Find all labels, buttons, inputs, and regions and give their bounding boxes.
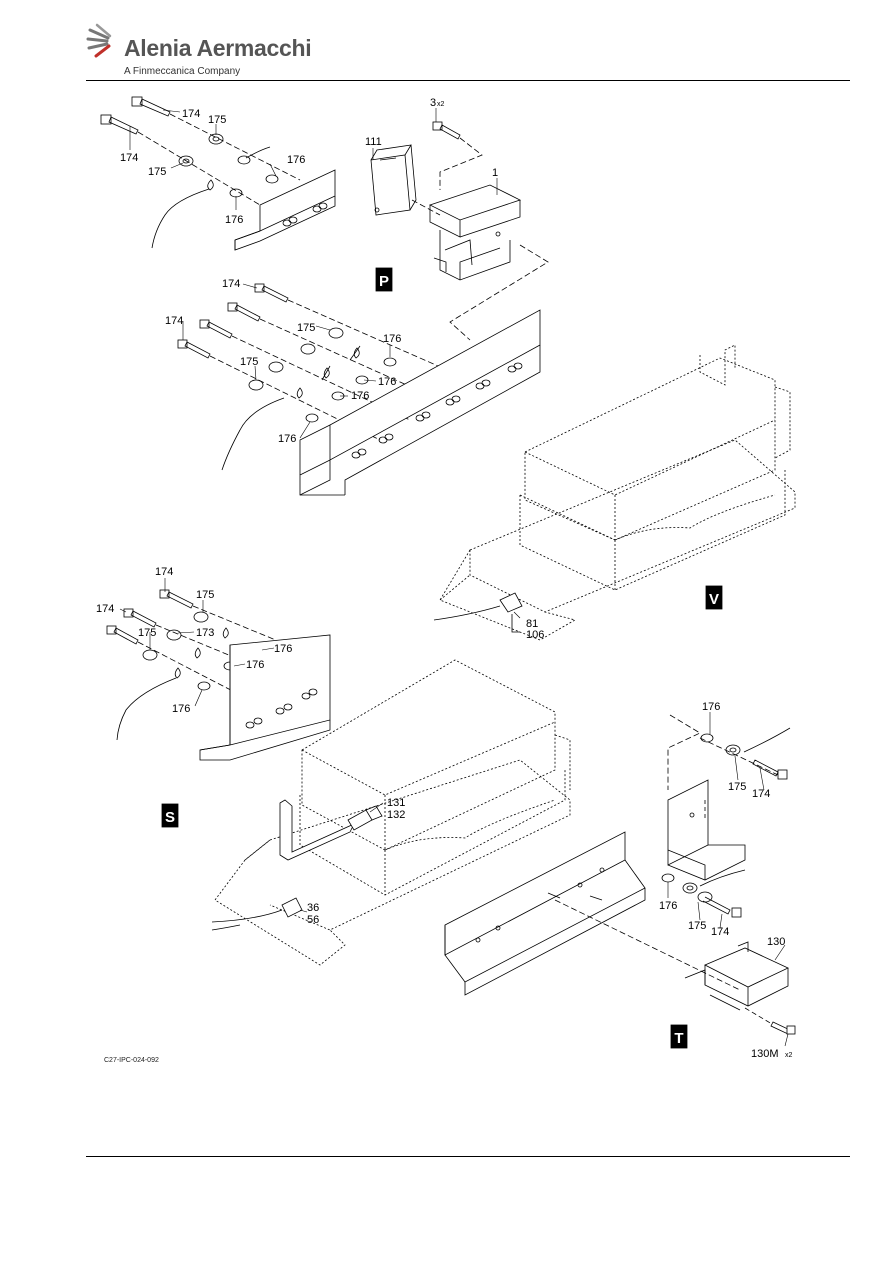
callout: 174 bbox=[165, 315, 183, 327]
callout: 3 bbox=[430, 97, 436, 109]
callout: 174 bbox=[155, 566, 173, 578]
callout: 175 bbox=[240, 356, 258, 368]
callout: 131 bbox=[387, 797, 405, 809]
callout: 81 bbox=[526, 618, 538, 630]
callout: 174 bbox=[752, 788, 770, 800]
callout-qty: x2 bbox=[437, 101, 445, 108]
bracket-screws-p bbox=[282, 202, 328, 227]
callout: 176 bbox=[287, 154, 305, 166]
callout-qty: x2 bbox=[785, 1052, 793, 1059]
callout: 175 bbox=[138, 627, 156, 639]
callout: 175 bbox=[148, 166, 166, 178]
callout: 176 bbox=[225, 214, 243, 226]
callout: 106 bbox=[526, 629, 544, 641]
callout: 174 bbox=[222, 278, 240, 290]
callout: 111 bbox=[365, 136, 382, 148]
relay-assembly bbox=[370, 121, 549, 341]
connector-81-106 bbox=[433, 592, 523, 633]
callout-leaders bbox=[119, 108, 789, 1047]
tool-131-132 bbox=[279, 799, 383, 861]
callout: 36 bbox=[307, 902, 319, 914]
relay-base-111 bbox=[370, 144, 417, 216]
callout: 175 bbox=[196, 589, 214, 601]
callout: 176 bbox=[278, 433, 296, 445]
callout: 174 bbox=[120, 152, 138, 164]
callout: 176 bbox=[659, 900, 677, 912]
callout: 1 bbox=[492, 167, 498, 179]
callout: 175 bbox=[297, 322, 315, 334]
callout: 175 bbox=[728, 781, 746, 793]
callout: 174 bbox=[182, 108, 200, 120]
svg-text:T: T bbox=[674, 1030, 683, 1047]
company-subtitle: A Finmeccanica Company bbox=[124, 66, 241, 77]
callout: 176 bbox=[383, 333, 401, 345]
view-s-box bbox=[214, 659, 571, 966]
bolt-174-upper bbox=[131, 96, 171, 117]
footer-rule bbox=[86, 1156, 850, 1157]
callout: 176 bbox=[351, 390, 369, 402]
callout: 176 bbox=[702, 701, 720, 713]
view-label-v: V bbox=[705, 585, 723, 610]
view-p-hardware bbox=[100, 96, 336, 251]
svg-text:P: P bbox=[379, 273, 389, 290]
company-logo-icon bbox=[86, 23, 112, 58]
figure-reference: C27-IPC-024-092 bbox=[104, 1057, 159, 1064]
view-s-hardware bbox=[106, 589, 331, 761]
screw-3 bbox=[432, 121, 461, 140]
rail-screws bbox=[351, 362, 523, 459]
company-name: Alenia Aermacchi bbox=[124, 35, 312, 61]
callout: 176 bbox=[274, 643, 292, 655]
middle-rail-hardware bbox=[177, 283, 541, 496]
view-label-p: P bbox=[375, 267, 393, 292]
bolts-174-middle bbox=[177, 283, 289, 359]
svg-text:V: V bbox=[709, 591, 719, 608]
view-label-t: T bbox=[670, 1024, 688, 1049]
view-label-s: S bbox=[161, 803, 179, 828]
connector-36-56 bbox=[211, 897, 303, 931]
bolt-174-lower bbox=[100, 114, 139, 135]
callout: 176 bbox=[378, 376, 396, 388]
callout: 173 bbox=[196, 627, 214, 639]
callout: 176 bbox=[246, 659, 264, 671]
callout: 175 bbox=[688, 920, 706, 932]
callout-numbers: 174 174 175 175 176 176 3 x2 111 1 174 1… bbox=[96, 97, 793, 1064]
view-t-assembly bbox=[444, 714, 796, 1035]
header-rule bbox=[86, 80, 850, 81]
callout: 175 bbox=[208, 114, 226, 126]
callout: 176 bbox=[172, 703, 190, 715]
callout: 56 bbox=[307, 914, 319, 926]
svg-text:S: S bbox=[165, 809, 175, 826]
callout: 174 bbox=[96, 603, 114, 615]
page-header: Alenia Aermacchi A Finmeccanica Company bbox=[0, 0, 893, 82]
callout: 130M bbox=[751, 1048, 779, 1060]
view-v-box bbox=[439, 344, 796, 641]
relay-1 bbox=[428, 184, 522, 281]
callout: 174 bbox=[711, 926, 729, 938]
callout: 132 bbox=[387, 809, 405, 821]
callout: 130 bbox=[767, 936, 785, 948]
